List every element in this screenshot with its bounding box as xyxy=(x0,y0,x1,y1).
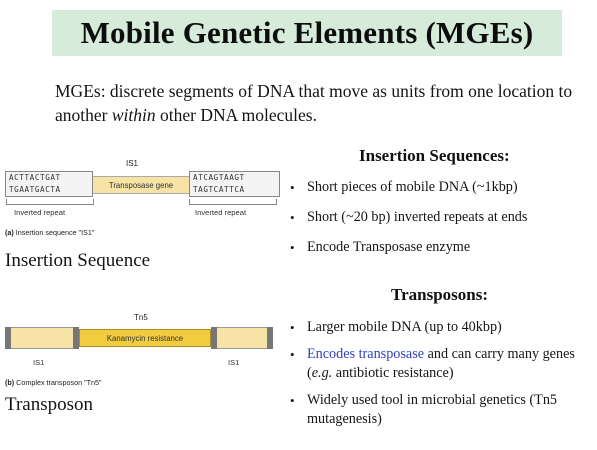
bullet-point: • xyxy=(290,347,295,362)
list-item: • Widely used tool in microbial genetics … xyxy=(290,391,590,429)
insertion-sequences-list: • Short pieces of mobile DNA (~1kbp) • Sho… xyxy=(290,178,590,257)
right-is1-label: IS1 xyxy=(228,358,240,367)
title-bar: Mobile Genetic Elements (MGEs) xyxy=(52,10,562,56)
bullet-point: • xyxy=(290,320,295,335)
right-inverted-repeat: ATCAGTAAGT TAGTCATTCA xyxy=(189,171,280,197)
left-is1-segment xyxy=(5,327,79,349)
bullet-point: • xyxy=(290,240,295,255)
intro-emphasis: within xyxy=(111,105,156,125)
transposons-heading: Transposons: xyxy=(391,285,488,304)
transposon-caption: (b) Complex transposon "Tn5" xyxy=(5,378,102,387)
insertion-caption-text: Insertion sequence "IS1" xyxy=(13,228,95,237)
insertion-sequence-diagram: ACTTACTGAT TGAATGACTA Transposase gene AT… xyxy=(5,171,280,197)
right-repeat-top-strand: ATCAGTAAGT xyxy=(193,173,245,182)
intro-part2: other DNA molecules. xyxy=(155,105,317,125)
transposase-gene: Transposase gene xyxy=(93,176,189,194)
left-repeat-label: Inverted repeat xyxy=(14,208,66,217)
right-repeat-bracket xyxy=(189,199,277,205)
left-repeat-bracket xyxy=(6,199,94,205)
transposon-caption-letter: (b) xyxy=(5,378,15,387)
right-end-cap xyxy=(267,327,273,349)
transposon-caption-text: Complex transposon "Tn5" xyxy=(14,378,102,387)
list-item: • Encode Transposase enzyme xyxy=(290,238,590,257)
insertion-sequence-title: Insertion Sequence xyxy=(5,250,151,271)
intro-text: MGEs: discrete segments of DNA that move… xyxy=(55,79,575,127)
kanamycin-resistance-gene: Kanamycin resistance xyxy=(79,329,211,347)
is1-element-label: IS1 xyxy=(126,159,139,168)
transposon-title: Transposon xyxy=(5,394,93,415)
list-item-text: Larger mobile DNA (up to 40kbp) xyxy=(307,319,502,335)
list-item-text: antibiotic resistance) xyxy=(332,365,454,381)
left-inverted-repeat: ACTTACTGAT TGAATGACTA xyxy=(5,171,93,197)
encodes-transposase-link[interactable]: Encodes transposase xyxy=(307,346,425,362)
list-item-text: and can carry many genes ( xyxy=(307,346,575,381)
tn5-element-label: Tn5 xyxy=(134,313,148,322)
bullet-point: • xyxy=(290,210,295,225)
left-repeat-top-strand: ACTTACTGAT xyxy=(9,173,61,182)
list-item: • Short pieces of mobile DNA (~1kbp) xyxy=(290,178,590,197)
insertion-caption-letter: (a) xyxy=(5,228,14,237)
list-item: • Larger mobile DNA (up to 40kbp) xyxy=(290,318,590,337)
list-item-text: Short pieces of mobile DNA (~1kbp) xyxy=(307,179,518,195)
insertion-sequences-heading: Insertion Sequences: xyxy=(359,146,510,165)
left-repeat-bottom-strand: TGAATGACTA xyxy=(9,185,61,194)
list-item-text: Widely used tool in microbial genetics (… xyxy=(307,392,558,427)
transposon-diagram: Kanamycin resistance xyxy=(5,327,273,349)
list-item: • Encodes transposase and can carry many … xyxy=(290,345,590,383)
right-is1-segment xyxy=(211,327,273,349)
left-is1-label: IS1 xyxy=(33,358,45,367)
right-inner-cap xyxy=(211,327,217,349)
slide-title: Mobile Genetic Elements (MGEs) xyxy=(80,15,534,50)
left-end-cap xyxy=(5,327,11,349)
left-inner-cap xyxy=(73,327,79,349)
list-item-text: Encode Transposase enzyme xyxy=(307,239,471,255)
list-item-text: Short (~20 bp) inverted repeats at ends xyxy=(307,209,528,225)
bullet-point: • xyxy=(290,393,295,408)
intro-part1: MGEs: discrete segments of DNA that move… xyxy=(55,81,573,125)
right-repeat-bottom-strand: TAGTCATTCA xyxy=(193,185,245,194)
right-repeat-label: Inverted repeat xyxy=(195,208,247,217)
list-item: • Short (~20 bp) inverted repeats at ends xyxy=(290,208,590,227)
insertion-caption: (a) Insertion sequence "IS1" xyxy=(5,228,94,237)
bullet-point: • xyxy=(290,180,295,195)
list-item-italic: e.g. xyxy=(311,365,333,381)
transposons-list: • Larger mobile DNA (up to 40kbp) • Encode… xyxy=(290,318,590,429)
